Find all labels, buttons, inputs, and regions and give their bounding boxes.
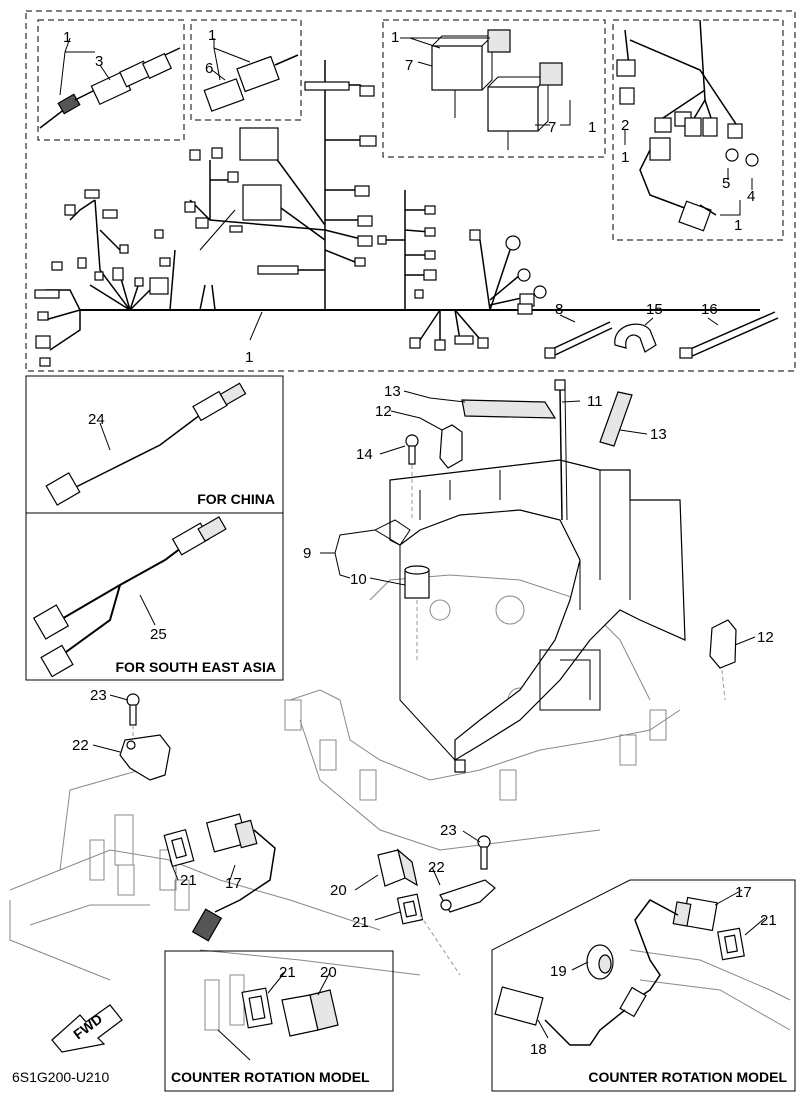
tie-wrap-8 bbox=[544, 321, 613, 359]
callout-20: 20 bbox=[320, 964, 337, 981]
grommet-20a bbox=[377, 848, 418, 887]
electrical-bracket-9 bbox=[373, 459, 686, 773]
callout-21: 21 bbox=[352, 914, 369, 931]
plate-13 bbox=[461, 391, 633, 447]
callout-16: 16 bbox=[701, 301, 718, 318]
caption-for-south-east-asia: FOR SOUTH EAST ASIA bbox=[116, 659, 277, 675]
grommet-21a bbox=[163, 828, 195, 868]
callout-10: 10 bbox=[350, 571, 367, 588]
callout-1: 1 bbox=[734, 217, 742, 234]
callout-22: 22 bbox=[428, 859, 445, 876]
callout-1: 1 bbox=[245, 349, 253, 366]
callout-22: 22 bbox=[72, 737, 89, 754]
callout-21: 21 bbox=[760, 912, 777, 929]
callout-1: 1 bbox=[588, 119, 596, 136]
callout-17: 17 bbox=[225, 875, 242, 892]
callout-5: 5 bbox=[722, 175, 730, 192]
callout-8: 8 bbox=[555, 301, 563, 318]
callout-24: 24 bbox=[88, 411, 105, 428]
harness-connectors bbox=[34, 81, 547, 367]
callout-3: 3 bbox=[95, 53, 103, 70]
holder-15 bbox=[614, 323, 657, 353]
callout-9: 9 bbox=[303, 545, 311, 562]
callout-20: 20 bbox=[330, 882, 347, 899]
callout-13: 13 bbox=[384, 383, 401, 400]
tie-wrap-11 bbox=[554, 379, 568, 521]
callout-1: 1 bbox=[208, 27, 216, 44]
bolt-23b bbox=[477, 835, 491, 870]
captions: FOR CHINA FOR SOUTH EAST ASIA COUNTER RO… bbox=[12, 491, 787, 1085]
callout-12: 12 bbox=[757, 629, 774, 646]
grommet-21b bbox=[396, 893, 461, 976]
bolt-23a bbox=[126, 693, 140, 760]
callout-6: 6 bbox=[205, 60, 213, 77]
counter-rotation-box-left bbox=[164, 950, 394, 1092]
caption-counter-rotation-left: COUNTER ROTATION MODEL bbox=[171, 1069, 370, 1085]
callout-21: 21 bbox=[180, 872, 197, 889]
callout-11: 11 bbox=[587, 393, 603, 410]
callout-23: 23 bbox=[440, 822, 457, 839]
engine-ghost bbox=[284, 574, 681, 851]
harness-frame bbox=[25, 10, 796, 372]
connector-6-inset bbox=[203, 54, 299, 112]
counter-rotation-box-right bbox=[491, 879, 796, 1092]
callout-15: 15 bbox=[646, 301, 663, 318]
leader-lines bbox=[59, 37, 766, 1039]
callout-18: 18 bbox=[530, 1041, 547, 1058]
connector-3-inset bbox=[39, 47, 181, 129]
callout-1: 1 bbox=[621, 149, 629, 166]
callout-7: 7 bbox=[548, 119, 556, 136]
callout-21: 21 bbox=[279, 964, 296, 981]
cowling-ghost-left bbox=[9, 769, 421, 981]
clamp-22a bbox=[119, 734, 171, 781]
fwd-arrow: FWD bbox=[51, 1004, 123, 1053]
caption-for-china: FOR CHINA bbox=[197, 491, 275, 507]
caption-counter-rotation-right: COUNTER ROTATION MODEL bbox=[588, 1069, 787, 1085]
callout-14: 14 bbox=[356, 446, 373, 463]
callout-4: 4 bbox=[747, 188, 755, 205]
callout-23: 23 bbox=[90, 687, 107, 704]
harness-24 bbox=[45, 382, 247, 506]
callout-25: 25 bbox=[150, 626, 167, 643]
callout-2: 2 bbox=[621, 117, 629, 134]
callout-1: 1 bbox=[391, 29, 399, 46]
callout-labels: 1 3 1 6 1 7 7 1 2 1 5 4 1 1 8 15 16 24 2… bbox=[63, 27, 777, 1058]
clamp-22b bbox=[439, 879, 496, 913]
harness-25 bbox=[32, 516, 227, 678]
sub-harness-inset bbox=[616, 19, 759, 232]
tie-wrap-16 bbox=[679, 311, 779, 359]
callout-19: 19 bbox=[550, 963, 567, 980]
harness-17a bbox=[191, 813, 276, 942]
leader-extras bbox=[411, 465, 726, 701]
relay-7-inset bbox=[431, 29, 563, 150]
callout-1: 1 bbox=[63, 29, 71, 46]
callout-13: 13 bbox=[650, 426, 667, 443]
bolt-14 bbox=[405, 434, 419, 465]
callout-12: 12 bbox=[375, 403, 392, 420]
region-variants bbox=[25, 375, 284, 681]
clamp-12 bbox=[439, 424, 737, 669]
callout-7: 7 bbox=[405, 57, 413, 74]
drawing-code: 6S1G200-U210 bbox=[12, 1069, 110, 1085]
callout-17: 17 bbox=[735, 884, 752, 901]
collar-10 bbox=[404, 565, 430, 599]
